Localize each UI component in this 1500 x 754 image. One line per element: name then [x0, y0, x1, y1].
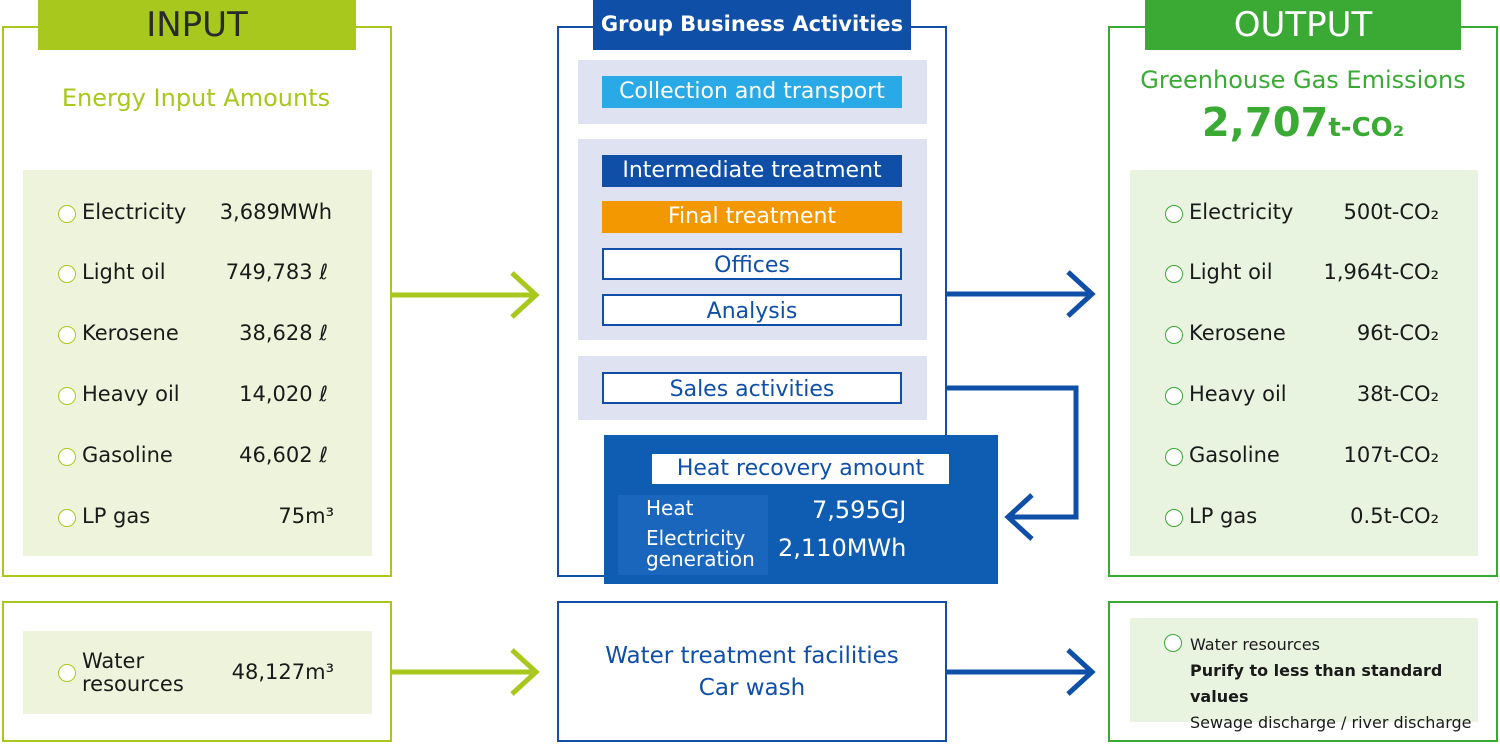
water-input-label-line1: Water	[82, 649, 145, 673]
circle-bullet-icon	[1165, 265, 1183, 283]
arrow-activities-to-output	[947, 270, 1096, 318]
energy-input-heading: Energy Input Amounts	[61, 84, 331, 112]
circle-bullet-icon	[58, 509, 76, 527]
circle-bullet-icon	[58, 664, 76, 682]
water-input-item: Water resources 48,127m³	[58, 650, 334, 696]
output-item-light-oil: Light oil 1,964t-CO₂	[1165, 260, 1439, 290]
circle-bullet-icon	[1165, 448, 1183, 466]
water-output-line3: Sewage discharge / river discharge	[1190, 713, 1472, 732]
water-input-panel	[2, 601, 392, 742]
activity-analysis: Analysis	[602, 294, 902, 326]
heat-value: 7,595GJ	[812, 496, 907, 524]
heat-recovery-label-column	[618, 495, 768, 575]
water-output-line2: Purify to less than standard values	[1190, 661, 1443, 706]
water-input-value: 48,127m³	[231, 660, 334, 684]
activity-sales: Sales activities	[602, 372, 902, 404]
water-facilities-line1: Water treatment facilities	[605, 643, 899, 669]
input-item-heavy-oil: Heavy oil 14,020 ℓ	[58, 382, 328, 412]
output-tab: OUTPUT	[1145, 0, 1461, 50]
ghg-emissions-total: 2,707t-CO₂	[1108, 100, 1498, 146]
circle-bullet-icon	[58, 205, 76, 223]
activity-final-treatment: Final treatment	[602, 201, 902, 233]
water-output-line1: Water resources	[1190, 635, 1320, 654]
emissions-list	[1130, 170, 1478, 556]
input-item-electricity: Electricity 3,689MWh	[58, 200, 332, 230]
output-item-electricity: Electricity 500t-CO₂	[1165, 200, 1439, 230]
input-item-kerosene: Kerosene 38,628 ℓ	[58, 321, 328, 351]
energy-input-list	[23, 170, 372, 556]
heat-recovery-title: Heat recovery amount	[652, 454, 949, 484]
circle-bullet-icon	[58, 448, 76, 466]
input-tab: INPUT	[38, 0, 356, 50]
ghg-emissions-heading: Greenhouse Gas Emissions	[1140, 66, 1466, 94]
water-output-panel	[1108, 601, 1498, 742]
group-activities-tab: Group Business Activities	[593, 0, 911, 50]
circle-bullet-icon	[1165, 205, 1183, 223]
circle-bullet-icon	[58, 326, 76, 344]
circle-bullet-icon	[1165, 509, 1183, 527]
water-facilities-text: Water treatment facilities Car wash	[559, 640, 945, 704]
circle-bullet-icon	[1164, 634, 1182, 652]
electricity-generation-label: Electricity generation	[646, 526, 755, 571]
input-item-lp-gas: LP gas 75m³	[58, 504, 334, 534]
input-item-gasoline: Gasoline 46,602 ℓ	[58, 443, 328, 473]
water-input-label-line2: resources	[82, 672, 184, 696]
water-input-box	[23, 631, 372, 714]
activity-offices: Offices	[602, 248, 902, 280]
arrow-input-to-activities	[392, 271, 540, 319]
water-output-text: Water resources Purify to less than stan…	[1164, 632, 1500, 736]
output-item-gasoline: Gasoline 107t-CO₂	[1165, 443, 1439, 473]
output-item-kerosene: Kerosene 96t-CO₂	[1165, 321, 1439, 351]
water-facilities-line2: Car wash	[698, 675, 806, 701]
circle-bullet-icon	[1165, 326, 1183, 344]
electricity-generation-value: 2,110MWh	[778, 534, 907, 562]
circle-bullet-icon	[58, 387, 76, 405]
circle-bullet-icon	[58, 265, 76, 283]
ghg-total-unit: t-CO₂	[1328, 113, 1405, 143]
activity-collection-transport: Collection and transport	[602, 76, 902, 108]
output-item-lp-gas: LP gas 0.5t-CO₂	[1165, 504, 1439, 534]
arrow-facilities-to-water-output	[947, 648, 1096, 696]
ghg-total-number: 2,707	[1201, 100, 1329, 146]
arrow-loop-to-heat-recovery	[947, 385, 1079, 541]
water-output-box	[1130, 618, 1478, 722]
activity-intermediate-treatment: Intermediate treatment	[602, 155, 902, 187]
output-item-heavy-oil: Heavy oil 38t-CO₂	[1165, 382, 1439, 412]
arrow-water-input-to-facilities	[392, 648, 540, 696]
water-facilities-panel	[557, 601, 947, 742]
heat-label: Heat	[646, 496, 694, 520]
circle-bullet-icon	[1165, 387, 1183, 405]
input-item-light-oil: Light oil 749,783 ℓ	[58, 260, 328, 290]
